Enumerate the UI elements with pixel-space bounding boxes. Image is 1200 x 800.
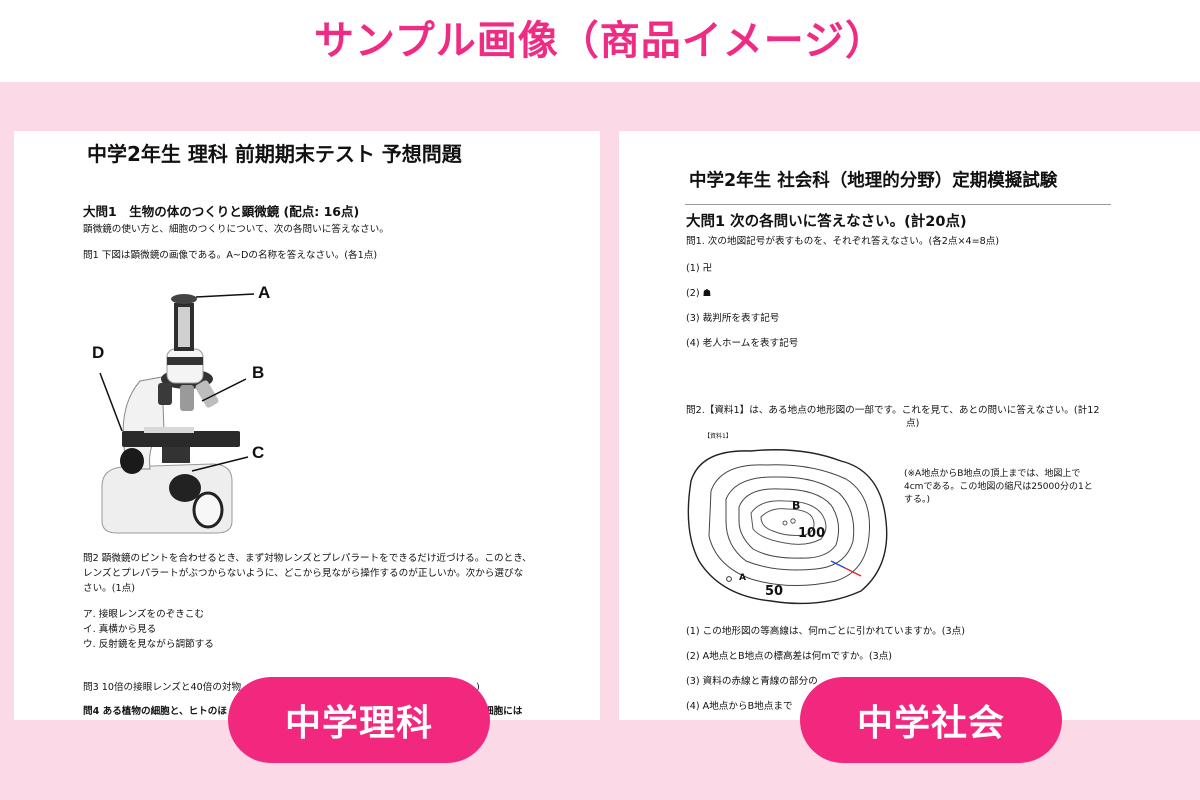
top-banner: サンプル画像（商品イメージ） (0, 0, 1200, 82)
label-a: A (258, 283, 271, 302)
science-question-4: 問4 ある植物の細胞と、ヒトのほ (83, 706, 227, 717)
map-note-line-1: (※A地点からB地点の頂上までは、地図上で (904, 469, 1081, 479)
contour-label-50: 50 (765, 584, 784, 599)
label-b: B (252, 363, 265, 382)
contour-label-100: 100 (798, 526, 826, 541)
social-question-2-line-2: 点) (906, 418, 920, 429)
science-question-3: 問3 10倍の接眼レンズと40倍の対物 (83, 682, 242, 693)
map-symbol-item-1: (1) 卍 (686, 263, 713, 274)
map-symbol-item-4: (4) 老人ホームを表す記号 (686, 338, 799, 349)
label-c: C (252, 443, 265, 462)
science-intro-text: 顕微鏡の使い方と、細胞のつくりについて、次の各問いに答えなさい。 (83, 224, 389, 235)
science-page-title: 中学2年生 理科 前期期末テスト 予想問題 (87, 142, 462, 166)
social-subquestion-2: (2) A地点とB地点の標高差は何mですか。(3点) (686, 651, 893, 662)
social-subquestion-1: (1) この地形図の等高線は、何mごとに引かれていますか。(3点) (686, 626, 965, 637)
banner-title: サンプル画像（商品イメージ） (314, 18, 886, 64)
science-section-heading: 大問1 生物の体のつくりと顕微鏡 (配点: 16点) (83, 204, 360, 219)
map-symbol-item-2: (2) ☗ (686, 288, 712, 299)
science-question-4-tail: 細胞には (484, 706, 523, 717)
science-question-2-line-3: さい。(1点) (83, 583, 135, 594)
social-subquestion-3: (3) 資料の赤線と青線の部分の (686, 676, 818, 687)
science-subject-badge: 中学理科 (228, 677, 490, 763)
social-sample-page: 中学2年生 社会科（地理的分野）定期模擬試験 大問1 次の各問いに答えなさい。(… (619, 131, 1200, 720)
map-caption: 【資料1】 (704, 433, 732, 440)
title-divider (685, 204, 1111, 205)
choice-b: イ. 真横から見る (83, 624, 157, 635)
contour-map (687, 449, 888, 605)
microscope-illustration (101, 294, 240, 534)
map-label-a: A (739, 573, 746, 583)
choice-c: ウ. 反射鏡を見ながら調節する (83, 639, 214, 650)
label-d: D (92, 343, 105, 362)
map-label-b: B (792, 499, 801, 512)
map-symbol-item-3: (3) 裁判所を表す記号 (686, 313, 780, 324)
science-question-1: 問1 下図は顕微鏡の画像である。A~Dの名称を答えなさい。(各1点) (83, 250, 378, 261)
map-note-line-3: する。) (904, 495, 931, 505)
science-sample-page: 中学2年生 理科 前期期末テスト 予想問題 大問1 生物の体のつくりと顕微鏡 (… (14, 131, 600, 720)
social-subject-badge: 中学社会 (800, 677, 1062, 763)
microscope-label-lines (99, 293, 255, 472)
social-page-title: 中学2年生 社会科（地理的分野）定期模擬試験 (689, 171, 1058, 191)
social-question-2-line-1: 問2.【資料1】は、ある地点の地形図の一部です。これを見て、あとの問いに答えなさ… (686, 405, 1100, 416)
social-subquestion-4: (4) A地点からB地点まで (686, 701, 793, 712)
social-section-heading: 大問1 次の各問いに答えなさい。(計20点) (686, 214, 967, 230)
social-question-1: 問1. 次の地図記号が表すものを、それぞれ答えなさい。(各2点×4=8点) (686, 236, 1000, 247)
science-question-2-line-1: 問2 顕微鏡のピントを合わせるとき、まず対物レンズとプレパラートをできるだけ近づ… (83, 553, 532, 564)
choice-a: ア. 接眼レンズをのぞきこむ (83, 609, 205, 620)
map-note-line-2: 4cmである。この地図の縮尺は25000分の1と (904, 482, 1093, 492)
science-question-2-line-2: レンズとプレパラートがぶつからないように、どこから見ながら操作するのが正しいか。… (83, 568, 524, 579)
science-question-3-tail: ) (476, 682, 480, 693)
